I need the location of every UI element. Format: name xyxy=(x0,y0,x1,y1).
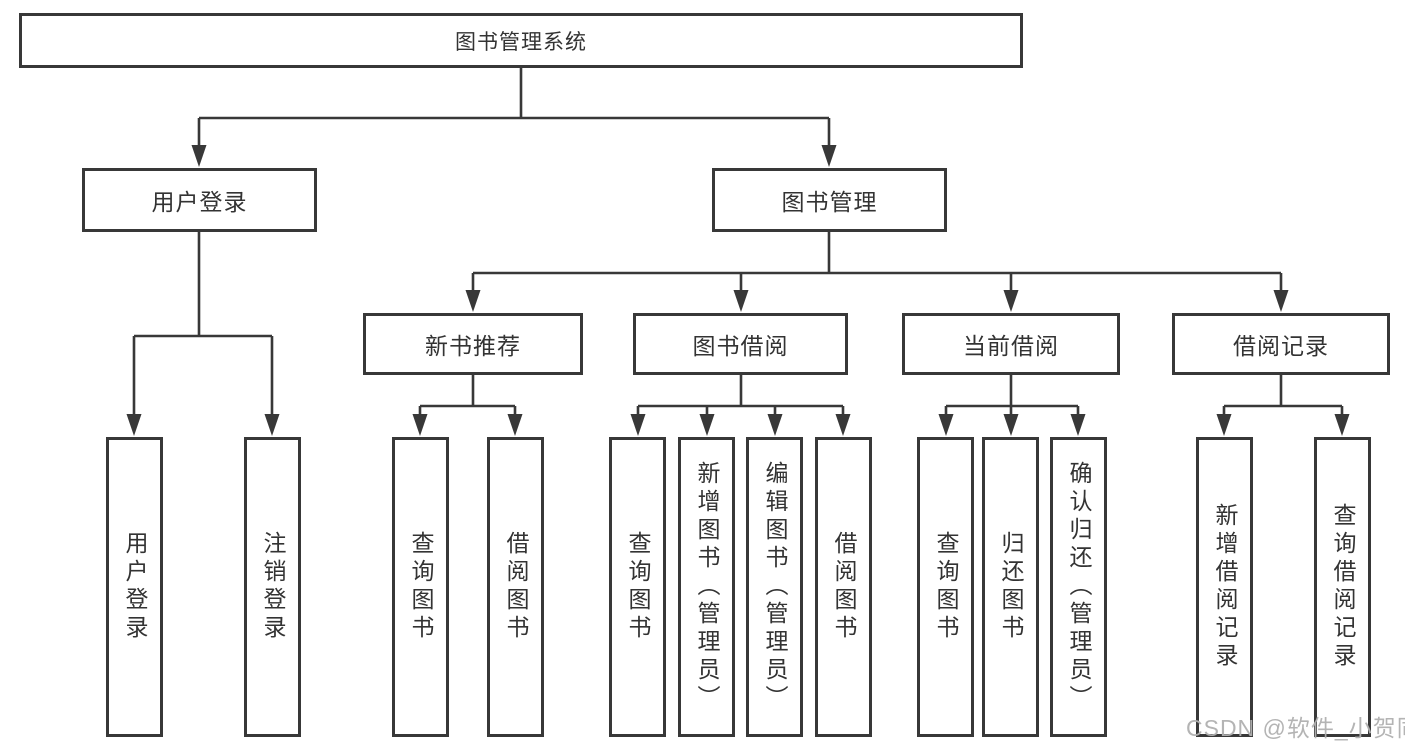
node-logout: 注销登录 xyxy=(244,437,301,737)
node-label: 借阅图书 xyxy=(831,531,857,643)
node-label: 归还图书 xyxy=(998,531,1024,643)
node-query-borrow-record: 查询借阅记录 xyxy=(1314,437,1371,737)
node-confirm-return-admin: 确认归还（管理员） xyxy=(1050,437,1107,737)
node-current-borrow: 当前借阅 xyxy=(902,313,1120,375)
node-query-books-current: 查询图书 xyxy=(917,437,974,737)
node-borrow-books-recommend: 借阅图书 xyxy=(487,437,544,737)
node-label: 新增借阅记录 xyxy=(1212,503,1238,671)
node-borrow-books-leaf: 借阅图书 xyxy=(815,437,872,737)
node-user-login-leaf: 用户登录 xyxy=(106,437,163,737)
node-label: 确认归还（管理员） xyxy=(1066,461,1092,713)
node-label: 用户登录 xyxy=(122,531,148,643)
node-add-borrow-record: 新增借阅记录 xyxy=(1196,437,1253,737)
node-book-management: 图书管理 xyxy=(712,168,947,232)
node-label: 新书推荐 xyxy=(425,333,521,359)
node-user-login: 用户登录 xyxy=(82,168,317,232)
node-label: 当前借阅 xyxy=(963,333,1059,359)
node-label: 注销登录 xyxy=(260,531,286,643)
node-edit-book-admin: 编辑图书（管理员） xyxy=(746,437,803,737)
node-label: 借阅记录 xyxy=(1233,333,1329,359)
node-label: 图书管理 xyxy=(781,189,878,215)
node-query-books-recommend: 查询图书 xyxy=(392,437,449,737)
arrowheads xyxy=(126,145,1350,436)
node-label: 图书管理系统 xyxy=(455,30,587,54)
node-new-book-recommend: 新书推荐 xyxy=(363,313,583,375)
node-label: 借阅图书 xyxy=(503,531,529,643)
node-label: 查询借阅记录 xyxy=(1330,503,1356,671)
node-return-book: 归还图书 xyxy=(982,437,1039,737)
watermark: CSDN @软件_小贺同学 xyxy=(1186,715,1405,741)
node-add-book-admin: 新增图书（管理员） xyxy=(678,437,735,737)
node-label: 图书借阅 xyxy=(692,333,789,359)
node-label: 新增图书（管理员） xyxy=(694,461,720,713)
node-label: 编辑图书（管理员） xyxy=(762,461,788,713)
node-label: 用户登录 xyxy=(151,189,248,215)
node-label: 查询图书 xyxy=(408,531,434,643)
node-book-borrow: 图书借阅 xyxy=(633,313,848,375)
node-query-books-borrow: 查询图书 xyxy=(609,437,666,737)
node-library-management-system: 图书管理系统 xyxy=(19,13,1023,68)
node-label: 查询图书 xyxy=(933,531,959,643)
node-borrow-records: 借阅记录 xyxy=(1172,313,1390,375)
node-label: 查询图书 xyxy=(625,531,651,643)
